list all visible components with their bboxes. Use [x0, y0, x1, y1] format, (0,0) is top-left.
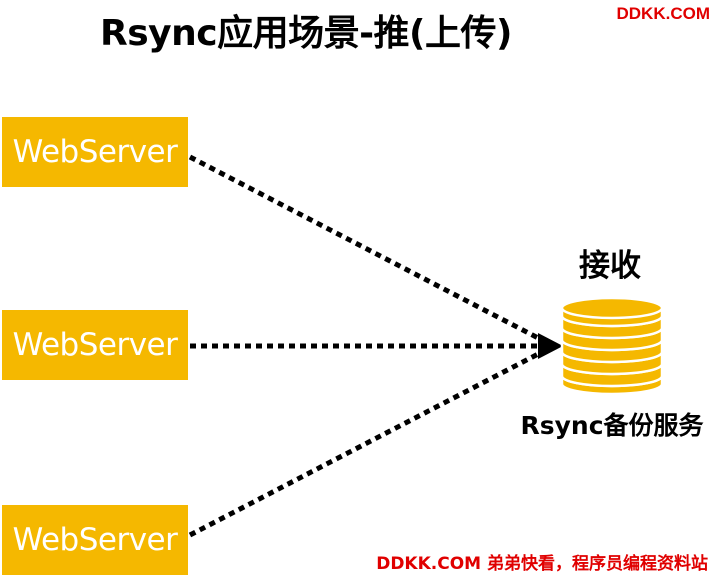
- page-title: Rsync应用场景-推(上传): [100, 13, 512, 54]
- connector-bottom: [188, 349, 544, 538]
- webserver-label-2: WebServer: [12, 327, 178, 363]
- webserver-box-1: WebServer: [2, 117, 188, 187]
- arrowhead-icon: [538, 333, 563, 359]
- webserver-box-3: WebServer: [2, 505, 188, 575]
- webserver-box-2: WebServer: [2, 310, 188, 380]
- connector-top: [188, 154, 544, 343]
- rsync-backup-service-label: Rsync备份服务: [520, 411, 704, 440]
- watermark-top: DDKK.COM: [616, 4, 711, 23]
- watermark-bottom: DDKK.COM 弟弟快看，程序员编程资料站: [376, 554, 708, 574]
- webserver-label-1: WebServer: [12, 134, 178, 170]
- database-icon: [560, 296, 664, 396]
- webserver-label-3: WebServer: [12, 522, 178, 558]
- receive-label: 接收: [579, 248, 641, 284]
